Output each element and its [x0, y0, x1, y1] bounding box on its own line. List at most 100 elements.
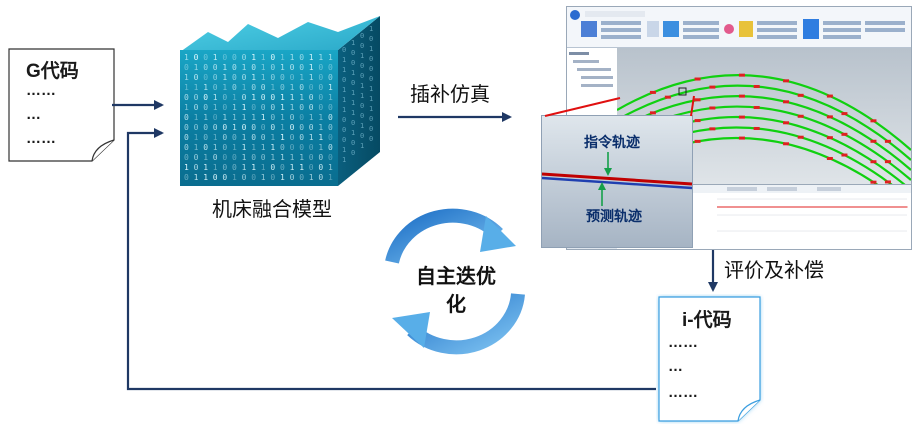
svg-text:0: 0	[194, 103, 199, 112]
svg-text:1: 1	[213, 103, 218, 112]
tree-items	[569, 52, 613, 87]
svg-text:1: 1	[318, 53, 323, 62]
svg-text:0: 0	[203, 143, 208, 152]
svg-text:0: 0	[184, 113, 189, 122]
svg-text:0: 0	[318, 173, 323, 182]
svg-text:0: 0	[242, 123, 247, 132]
svg-text:1: 1	[342, 66, 346, 74]
svg-text:0: 0	[328, 153, 333, 162]
svg-text:0: 0	[309, 123, 314, 132]
svg-text:1: 1	[270, 153, 275, 162]
svg-text:0: 0	[328, 73, 333, 82]
svg-text:0: 0	[213, 153, 218, 162]
model-label: 机床融合模型	[212, 197, 332, 221]
svg-text:1: 1	[194, 63, 199, 72]
svg-text:0: 0	[203, 73, 208, 82]
svg-text:0: 0	[360, 72, 364, 80]
svg-text:0: 0	[184, 173, 189, 182]
svg-text:0: 0	[290, 123, 295, 132]
command-trajectory	[542, 172, 692, 186]
svg-text:1: 1	[280, 173, 285, 182]
ribbon-icons	[570, 10, 905, 39]
error-plot	[617, 185, 911, 232]
svg-text:0: 0	[369, 125, 373, 133]
svg-text:1: 1	[232, 143, 237, 152]
svg-text:0: 0	[369, 135, 373, 143]
svg-text:1: 1	[351, 129, 355, 137]
svg-text:0: 0	[369, 55, 373, 63]
svg-text:0: 0	[342, 116, 346, 124]
svg-text:1: 1	[194, 113, 199, 122]
svg-text:1: 1	[290, 53, 295, 62]
svg-text:0: 0	[213, 63, 218, 72]
svg-text:1: 1	[222, 73, 227, 82]
svg-text:1: 1	[242, 83, 247, 92]
svg-text:1: 1	[290, 83, 295, 92]
svg-text:0: 0	[194, 163, 199, 172]
svg-text:0: 0	[328, 123, 333, 132]
svg-text:1: 1	[328, 163, 333, 172]
svg-text:0: 0	[184, 93, 189, 102]
svg-text:0: 0	[328, 63, 333, 72]
svg-text:1: 1	[351, 89, 355, 97]
svg-text:1: 1	[299, 153, 304, 162]
svg-text:0: 0	[360, 62, 364, 70]
svg-text:1: 1	[184, 83, 189, 92]
svg-text:0: 0	[309, 153, 314, 162]
svg-text:0: 0	[369, 115, 373, 123]
svg-text:0: 0	[203, 123, 208, 132]
svg-text:0: 0	[232, 53, 237, 62]
svg-text:0: 0	[270, 73, 275, 82]
svg-text:0: 0	[351, 119, 355, 127]
svg-text:0: 0	[318, 93, 323, 102]
svg-text:1: 1	[251, 113, 256, 122]
svg-text:0: 0	[299, 173, 304, 182]
svg-text:0: 0	[280, 73, 285, 82]
svg-text:1: 1	[318, 123, 323, 132]
svg-text:1: 1	[280, 63, 285, 72]
svg-text:0: 0	[280, 83, 285, 92]
svg-text:1: 1	[194, 173, 199, 182]
svg-text:0: 0	[194, 153, 199, 162]
svg-text:1: 1	[222, 113, 227, 122]
svg-text:0: 0	[290, 113, 295, 122]
svg-text:1: 1	[222, 63, 227, 72]
svg-text:0: 0	[270, 113, 275, 122]
svg-text:0: 0	[242, 73, 247, 82]
svg-text:0: 0	[342, 46, 346, 54]
svg-text:0: 0	[232, 153, 237, 162]
svg-text:0: 0	[222, 133, 227, 142]
svg-text:0: 0	[270, 53, 275, 62]
svg-text:1: 1	[261, 113, 266, 122]
svg-text:1: 1	[232, 93, 237, 102]
gcode-line-3: ……	[26, 130, 56, 147]
svg-text:0: 0	[290, 63, 295, 72]
svg-text:1: 1	[242, 103, 247, 112]
svg-text:0: 0	[232, 73, 237, 82]
svg-text:1: 1	[242, 163, 247, 172]
svg-text:0: 0	[261, 93, 266, 102]
svg-text:0: 0	[360, 32, 364, 40]
svg-text:0: 0	[309, 103, 314, 112]
svg-text:1: 1	[270, 83, 275, 92]
svg-text:0: 0	[232, 163, 237, 172]
svg-text:1: 1	[213, 93, 218, 102]
svg-text:1: 1	[309, 173, 314, 182]
svg-text:0: 0	[251, 153, 256, 162]
svg-text:0: 0	[342, 126, 346, 134]
svg-text:0: 0	[270, 103, 275, 112]
svg-text:1: 1	[184, 53, 189, 62]
svg-text:0: 0	[261, 83, 266, 92]
svg-text:1: 1	[351, 39, 355, 47]
svg-text:0: 0	[318, 63, 323, 72]
svg-text:0: 0	[309, 163, 314, 172]
svg-text:1: 1	[242, 153, 247, 162]
svg-text:0: 0	[194, 53, 199, 62]
svg-text:0: 0	[261, 153, 266, 162]
svg-text:1: 1	[318, 133, 323, 142]
svg-text:0: 0	[213, 123, 218, 132]
svg-text:0: 0	[299, 143, 304, 152]
svg-text:1: 1	[342, 106, 346, 114]
svg-text:1: 1	[242, 63, 247, 72]
